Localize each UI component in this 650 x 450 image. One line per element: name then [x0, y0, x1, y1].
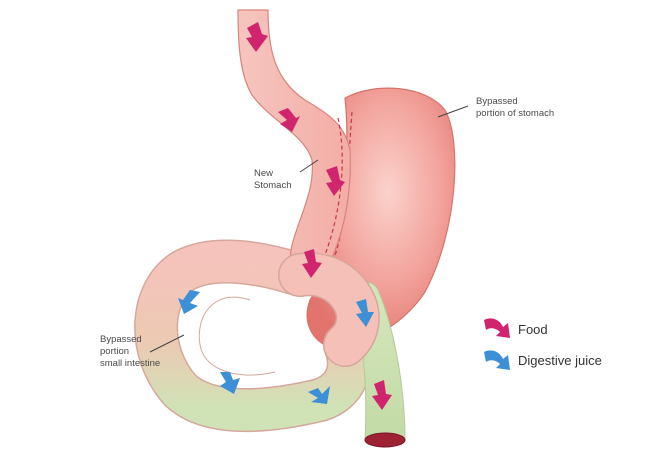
pointer-bypassed-intestine [149, 334, 185, 353]
label-bypassed-stomach-line2: portion of stomach [476, 108, 555, 119]
juice-arrows [178, 290, 374, 404]
blue-curved-arrow-icon [484, 350, 510, 370]
juice-arrow-icon [308, 386, 330, 404]
staple-line-pouch [324, 117, 343, 256]
label-bypassed-stomach: Bypassed portion of stomach [476, 96, 554, 120]
label-bypassed-intestine-line1: Bypassed [100, 334, 142, 345]
new-stomach-pouch [237, 9, 351, 281]
label-new-stomach-line2: Stomach [254, 180, 292, 191]
juice-arrow-icon [356, 299, 374, 327]
food-arrow-icon [246, 22, 268, 52]
label-new-stomach-line1: New [254, 168, 274, 179]
intestine-inner-gap [198, 296, 276, 376]
label-bypassed-intestine-line3: small intestine [100, 358, 161, 369]
food-arrow-icon [302, 249, 322, 278]
legend-food: Food [518, 322, 548, 337]
juice-arrow-icon [220, 372, 240, 394]
label-new-stomach: New Stomach [254, 168, 292, 192]
label-bypassed-intestine: Bypassed portion small intestine [100, 334, 160, 370]
pointer-new-stomach [299, 159, 319, 173]
limb-junction [279, 253, 379, 366]
label-bypassed-stomach-line1: Bypassed [476, 96, 518, 107]
juice-arrow-icon [178, 290, 200, 314]
magenta-curved-arrow-icon [484, 318, 510, 338]
pointer-bypassed-stomach [437, 105, 469, 118]
staple-line-stomach [329, 111, 353, 269]
food-arrow-icon [326, 166, 345, 196]
intestine-opening [364, 432, 406, 448]
food-arrow-icon [372, 380, 392, 410]
food-arrows [246, 22, 392, 410]
food-arrow-icon [278, 108, 300, 132]
label-bypassed-intestine-line2: portion [100, 346, 130, 357]
legend-digestive-juice: Digestive juice [518, 353, 602, 368]
